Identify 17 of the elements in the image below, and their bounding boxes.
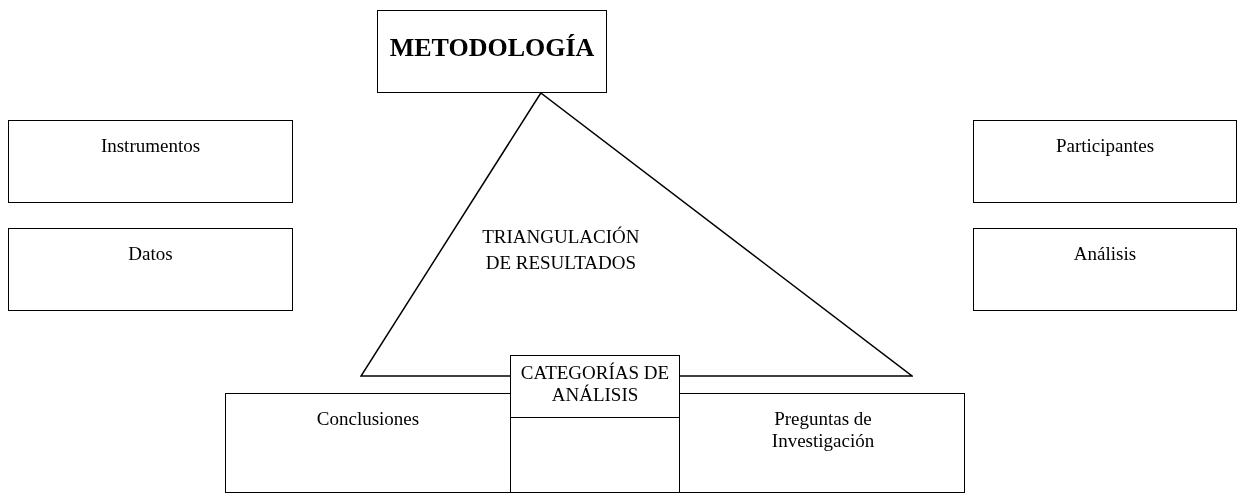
box	[8, 228, 293, 311]
box	[377, 10, 607, 93]
box	[973, 120, 1237, 203]
box-label: Participantes	[1054, 135, 1156, 157]
box	[679, 393, 965, 493]
triangle-label: TRIANGULACIÓN DE RESULTADOS	[481, 225, 641, 275]
box-label: Análisis	[1072, 243, 1138, 265]
box	[973, 228, 1237, 311]
triangle-shape	[360, 92, 913, 377]
box-label: Instrumentos	[99, 135, 202, 157]
box	[225, 393, 511, 493]
box-label: Datos	[127, 243, 174, 265]
box-label: Conclusiones	[315, 408, 421, 430]
box-label: Preguntas de Investigación	[770, 408, 876, 452]
box	[8, 120, 293, 203]
box-label: CATEGORÍAS DE ANÁLISIS	[519, 362, 671, 406]
heading-label: METODOLOGÍA	[388, 33, 596, 63]
